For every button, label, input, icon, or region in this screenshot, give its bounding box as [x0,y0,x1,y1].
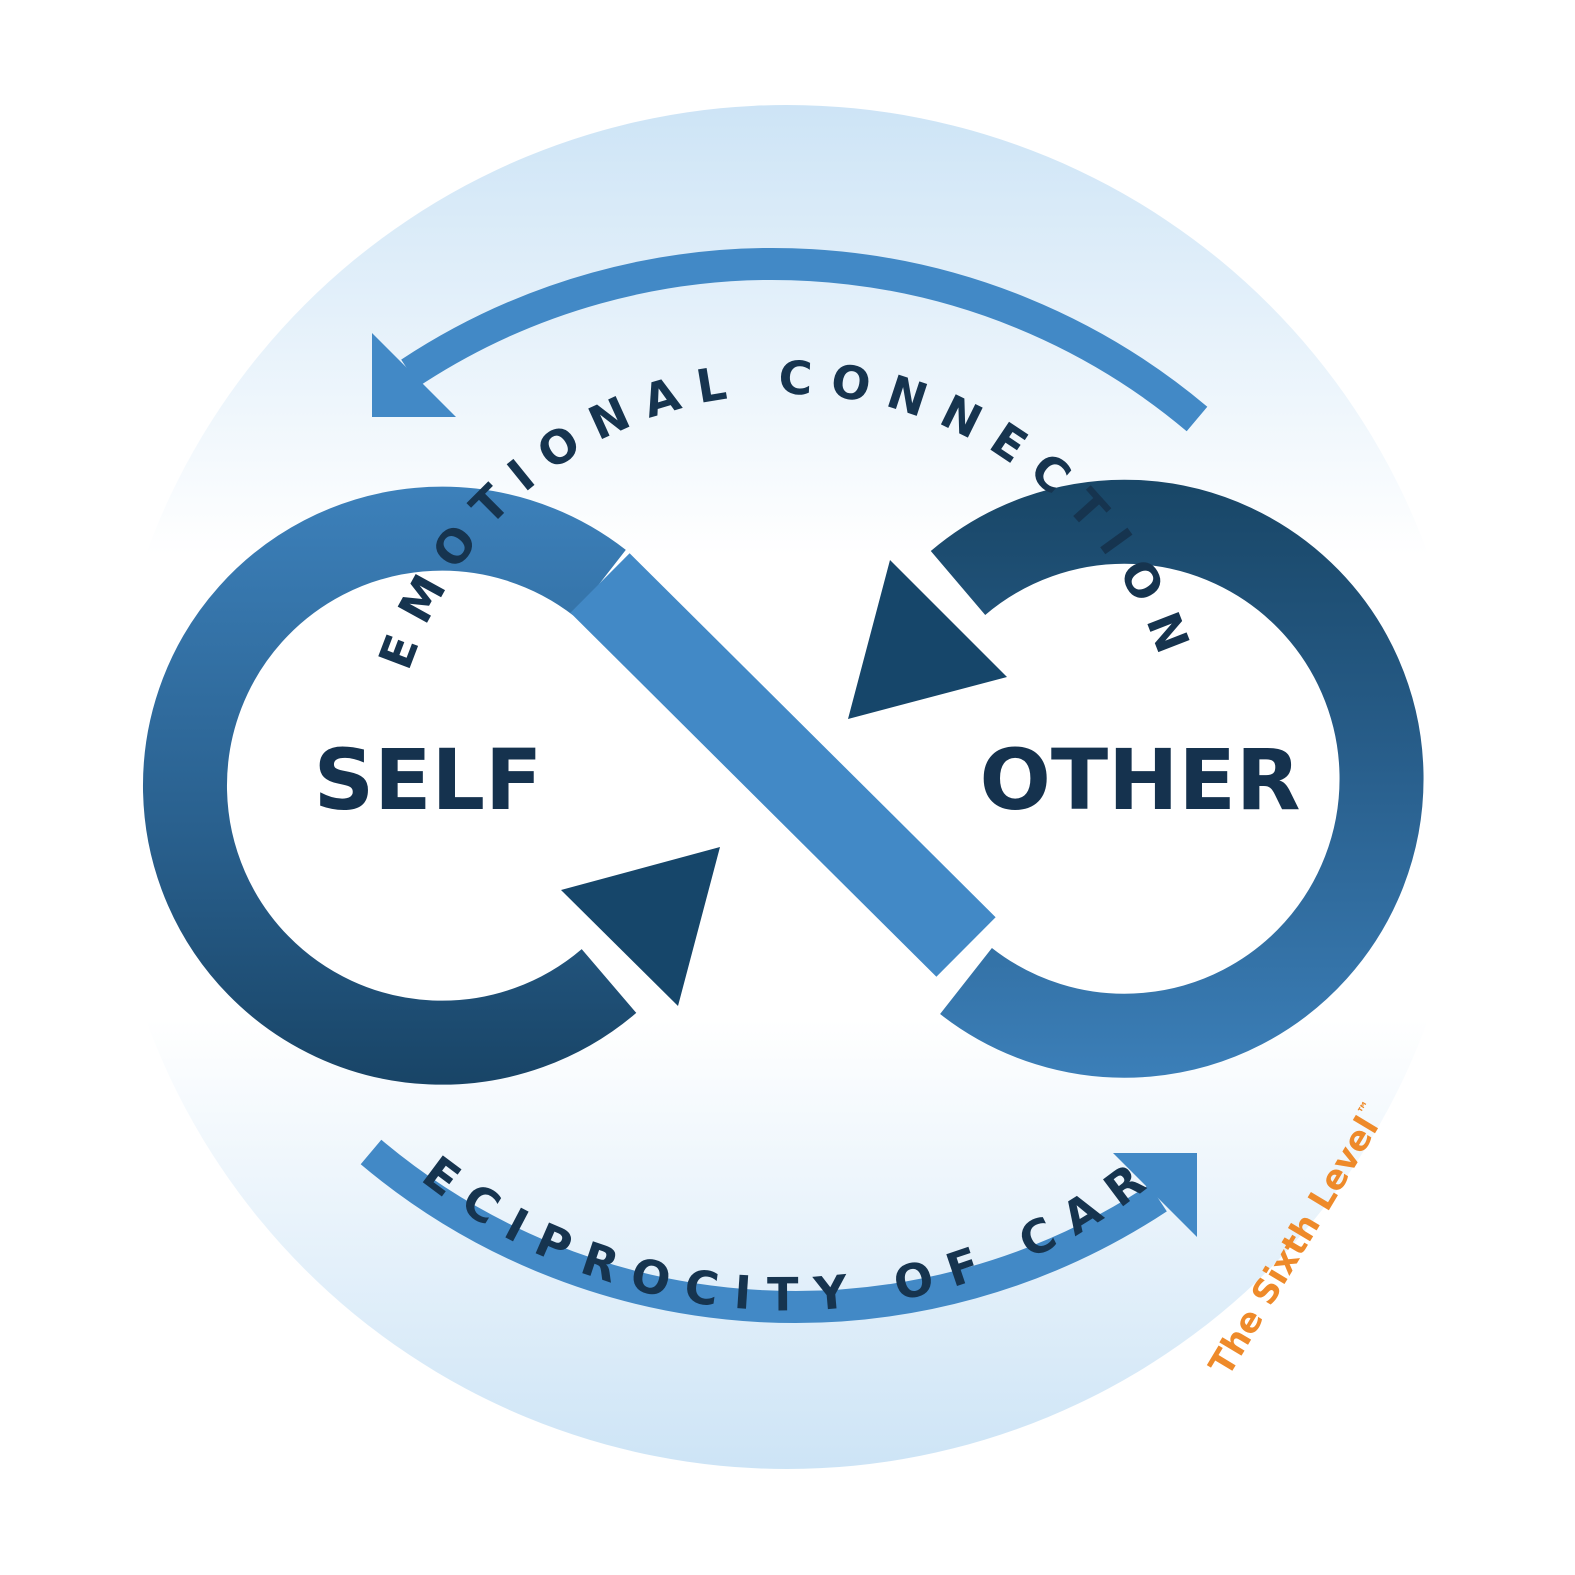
self-label: SELF [314,731,543,829]
other-loop [930,479,1424,1078]
self-arrowhead [561,847,720,1006]
top-arrow [372,247,1208,432]
self-loop [142,486,637,1085]
other-label: OTHER [979,731,1300,829]
infinity-loop [142,479,1424,1085]
bottom-arrow [360,1139,1197,1324]
crossing-band [570,553,996,977]
other-arrowhead [848,560,1007,719]
